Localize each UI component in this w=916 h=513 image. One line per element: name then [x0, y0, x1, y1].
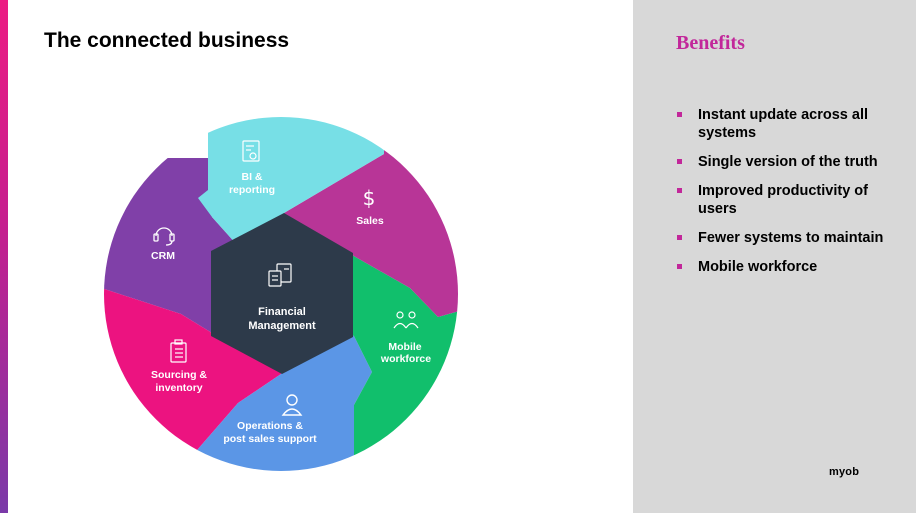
clipboard-icon — [170, 339, 187, 363]
documents-icon — [268, 263, 292, 287]
benefit-text: Instant update across all systems — [698, 107, 869, 141]
benefit-item: Instant update across all systems — [677, 106, 897, 142]
benefits-title: Benefits — [676, 32, 745, 54]
center-hexagon — [211, 213, 353, 374]
bi-label-line2: reporting — [229, 184, 275, 196]
bullet-icon — [677, 264, 682, 269]
headset-icon — [153, 227, 175, 246]
benefit-item: Fewer systems to maintain — [677, 229, 897, 247]
benefits-panel: Benefits Instant update across all syste… — [633, 0, 916, 513]
accent-bar — [0, 0, 8, 513]
benefit-text: Mobile workforce — [698, 259, 818, 275]
bullet-icon — [677, 112, 682, 117]
sales-label-line1: Sales — [356, 215, 384, 227]
slide-title: The connected business — [44, 29, 290, 52]
myob-logo: myob — [829, 466, 860, 478]
benefit-text: Fewer systems to maintain — [698, 230, 884, 246]
benefit-item: Improved productivity of users — [677, 182, 897, 218]
bi-label-line1: BI & — [242, 171, 263, 183]
benefit-text: Single version of the truth — [698, 154, 878, 170]
benefit-item: Mobile workforce — [677, 258, 897, 276]
mobile-label-line2: workforce — [380, 353, 431, 365]
bullet-icon — [677, 159, 682, 164]
benefit-item: Single version of the truth — [677, 153, 897, 171]
sourcing-label-line2: inventory — [155, 382, 202, 394]
operations-label-line1: Operations & — [237, 420, 303, 432]
center-label-line1: Financial — [258, 306, 306, 318]
report-icon — [242, 140, 260, 162]
person-icon — [281, 394, 303, 416]
people-icon — [393, 311, 419, 329]
operations-label-line2: post sales support — [223, 433, 317, 445]
benefits-list: Instant update across all systems Single… — [677, 106, 897, 287]
mobile-label-line1: Mobile — [388, 341, 421, 353]
sourcing-label-line1: Sourcing & — [151, 369, 207, 381]
center-label-line2: Management — [248, 320, 316, 332]
bullet-icon — [677, 188, 682, 193]
crm-label-line1: CRM — [151, 250, 175, 262]
connected-business-diagram: BI & reporting $ Sales Mobile workforce … — [104, 117, 458, 471]
benefit-text: Improved productivity of users — [698, 183, 868, 217]
dollar-icon: $ — [363, 186, 376, 210]
bullet-icon — [677, 235, 682, 240]
